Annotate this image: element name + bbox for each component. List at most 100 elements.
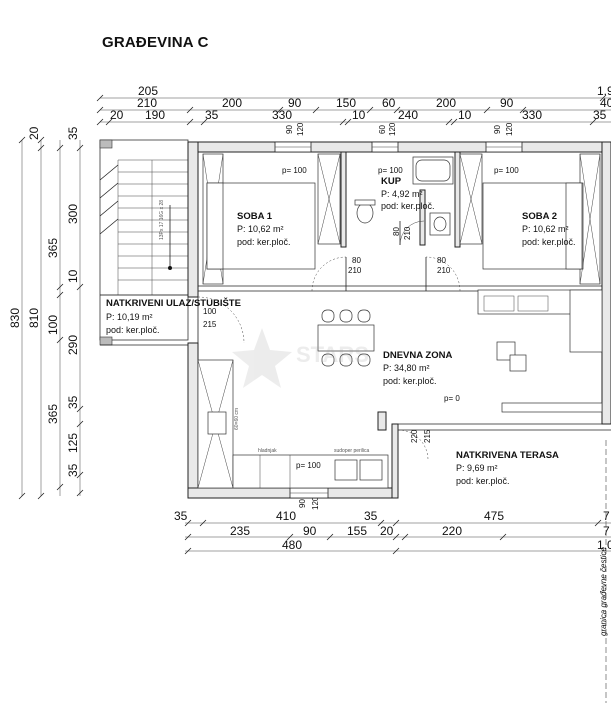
furniture: 60×60 cm hladnjak sudoper perilica (197, 156, 603, 489)
dining-table (317, 324, 375, 352)
door-label-80-b: 80 (437, 256, 446, 265)
opening-bottom-90: 90 (298, 499, 307, 508)
soba1-area: P: 10,62 m² (237, 224, 284, 234)
dim-bottom-1-0: 1.0 (597, 538, 611, 552)
door-label-kup-80: 80 (392, 227, 401, 236)
dim-top-60: 60 (382, 96, 396, 110)
dim-top-90: 90 (288, 96, 302, 110)
dim-top-10-b: 10 (458, 108, 472, 122)
terrace-area: P: 9,69 m² (456, 463, 498, 473)
dim-top-10: 10 (352, 108, 366, 122)
dim-bottom-7-b: 7 (603, 524, 610, 538)
dim-top-1-9: 1.9 (597, 84, 611, 98)
watermark-text: STARS (296, 342, 369, 367)
kup-floor: pod: ker.ploč. (381, 201, 435, 211)
entry-area (100, 294, 195, 346)
terrace-floor: pod: ker.ploč. (456, 476, 510, 486)
room-entry: NATKRIVENI ULAZ/STUBIŠTE P: 10,19 m² pod… (106, 297, 241, 335)
bed-left (206, 182, 316, 270)
door-label-kup-210: 210 (403, 226, 412, 240)
door-label-terrace-215: 215 (423, 429, 432, 443)
staircase: 13Px 17 16G x 28 (99, 139, 189, 346)
living-level: p= 0 (444, 394, 460, 403)
opening-120-b: 120 (388, 122, 397, 136)
opening-60: 60 (378, 125, 387, 134)
dim-top-20: 20 (110, 108, 124, 122)
soba2-floor: pod: ker.ploč. (522, 237, 576, 247)
dim-left-20: 20 (27, 126, 41, 140)
top-opening-labels: 90 120 60 120 90 120 (285, 122, 514, 136)
dim-top-210: 210 (137, 96, 157, 110)
plot-boundary-label: granica građevne čestice (599, 547, 608, 636)
dim-left-365-b: 365 (46, 404, 60, 424)
dim-left-830: 830 (8, 308, 22, 328)
tv-console (501, 402, 603, 413)
dim-left-100: 100 (46, 315, 60, 335)
bottom-dimension-labels: 35 410 35 475 7 235 90 155 20 220 7 480 … (174, 496, 611, 552)
kitchen-level: p= 100 (296, 461, 321, 470)
room-living: DNEVNA ZONA P: 34,80 m² pod: ker.ploč. p… (383, 350, 460, 403)
left-dimension-lines (18, 136, 84, 500)
room-soba-2: p= 100 SOBA 2 P: 10,62 m² pod: ker.ploč. (494, 166, 576, 247)
door-labels: 80 210 80 210 80 210 100 215 220 215 (203, 226, 451, 443)
room-kup: p= 100 KUP P: 4,92 m² pod: ker.ploč. (378, 166, 435, 211)
bottom-dimension-lines (184, 519, 611, 555)
room-soba-1: p= 100 SOBA 1 P: 10,62 m² pod: ker.ploč. (237, 166, 307, 247)
opening-120-c: 120 (505, 122, 514, 136)
toilet (356, 202, 374, 224)
entry-name: NATKRIVENI ULAZ/STUBIŠTE (106, 297, 241, 309)
soba2-name: SOBA 2 (522, 211, 557, 222)
dim-top-90-b: 90 (500, 96, 514, 110)
dim-top-240: 240 (398, 108, 418, 122)
doors (197, 220, 461, 461)
page-title: GRAĐEVINA C (102, 34, 209, 51)
dim-top-40: 40 (600, 96, 611, 110)
dim-left-35-c: 35 (66, 463, 80, 477)
stair-note: 13Px 17 16G x 28 (159, 200, 165, 240)
door-label-210-a: 210 (348, 266, 362, 275)
door-label-210-b: 210 (437, 266, 451, 275)
door-label-entry-215: 215 (203, 320, 217, 329)
soba1-name: SOBA 1 (237, 211, 273, 222)
kup-level: p= 100 (378, 166, 403, 175)
dim-left-10: 10 (66, 269, 80, 283)
fridge-label: hladnjak (258, 448, 277, 454)
door-label-80-a: 80 (352, 256, 361, 265)
dim-top-200: 200 (222, 96, 242, 110)
dim-bottom-35: 35 (174, 509, 188, 523)
dim-left-35: 35 (66, 126, 80, 140)
living-area: P: 34,80 m² (383, 363, 430, 373)
watermark: STARS (232, 328, 369, 388)
dim-top-330: 330 (272, 108, 292, 122)
dim-top-200-b: 200 (436, 96, 456, 110)
soba2-area: P: 10,62 m² (522, 224, 569, 234)
fridge-dim-label: 60×60 cm (234, 408, 240, 430)
dim-top-150: 150 (336, 96, 356, 110)
living-name: DNEVNA ZONA (383, 350, 452, 361)
entry-floor: pod: ker.ploč. (106, 325, 160, 335)
outer-walls (187, 141, 611, 499)
opening-bottom-120: 120 (311, 496, 320, 510)
soba1-level: p= 100 (282, 166, 307, 175)
terrace-name: NATKRIVENA TERASA (456, 450, 559, 461)
dim-bottom-480: 480 (282, 538, 302, 552)
soba1-floor: pod: ker.ploč. (237, 237, 291, 247)
dim-left-365: 365 (46, 238, 60, 258)
dim-top-205: 205 (138, 84, 158, 98)
dim-left-810: 810 (27, 308, 41, 328)
room-terrace: NATKRIVENA TERASA P: 9,69 m² pod: ker.pl… (456, 450, 559, 486)
dim-left-125: 125 (66, 433, 80, 453)
dim-bottom-410: 410 (276, 509, 296, 523)
opening-90-b: 90 (493, 125, 502, 134)
dim-top-35-b: 35 (593, 108, 607, 122)
left-dimension-labels: 830 20 810 365 100 365 35 300 10 290 35 … (8, 126, 80, 477)
living-floor: pod: ker.ploč. (383, 376, 437, 386)
kup-area: P: 4,92 m² (381, 189, 423, 199)
door-label-terrace-220: 220 (410, 429, 419, 443)
dim-bottom-35-b: 35 (364, 509, 378, 523)
door-label-entry-100: 100 (203, 307, 217, 316)
dim-top-35: 35 (205, 108, 219, 122)
top-dimension-labels: 205 1.9 210 200 90 150 60 200 90 40 20 1… (110, 84, 611, 122)
entry-area: P: 10,19 m² (106, 312, 153, 322)
